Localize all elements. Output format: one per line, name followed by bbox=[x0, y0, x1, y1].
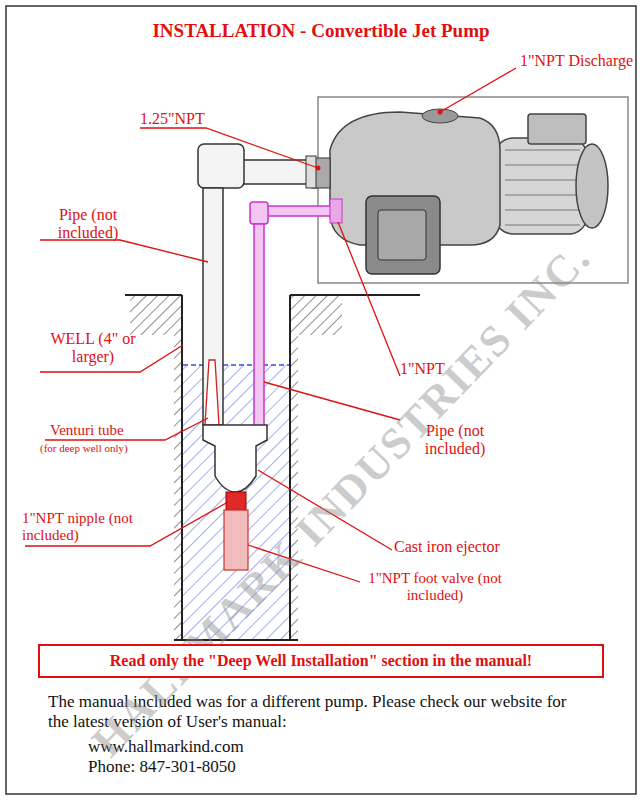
pipe bbox=[203, 188, 223, 425]
pipe-fitting bbox=[330, 199, 342, 223]
watermark: HALLMARK INDUSTRIES INC. bbox=[83, 233, 602, 768]
ground-line bbox=[125, 294, 182, 296]
phone-number: Phone: 847-301-8050 bbox=[88, 757, 236, 777]
part-note: (for deep well only) bbox=[40, 442, 128, 455]
discharge-port bbox=[422, 109, 458, 123]
part-label: 1"NPT Discharge bbox=[520, 52, 633, 70]
leader-line bbox=[140, 128, 318, 168]
leader-line bbox=[45, 418, 208, 440]
water-hatch bbox=[183, 365, 289, 640]
part-label: 1"NPT bbox=[400, 360, 445, 378]
motor-fin bbox=[505, 180, 580, 181]
nipple bbox=[226, 492, 246, 510]
pipe-elbow bbox=[250, 202, 268, 224]
motor-fin bbox=[505, 210, 580, 211]
leader-line bbox=[264, 382, 400, 420]
switch-cover bbox=[378, 210, 426, 260]
title: INSTALLATION - Convertible Jet Pump bbox=[0, 20, 642, 42]
pipe-fitting bbox=[306, 156, 316, 188]
part-label: Cast iron ejector bbox=[394, 538, 500, 556]
website: www.hallmarkind.com bbox=[88, 737, 244, 757]
part-label: Pipe (not included) bbox=[400, 422, 510, 459]
pipe-elbow bbox=[198, 144, 244, 188]
motor-fin bbox=[505, 165, 580, 166]
notice-box: Read only the "Deep Well Installation" s… bbox=[38, 644, 604, 678]
pipe bbox=[254, 224, 264, 430]
part-label: 1"NPT foot valve (not included) bbox=[360, 570, 510, 605]
part-label: WELL (4" or larger) bbox=[38, 330, 148, 367]
motor-body bbox=[495, 138, 587, 234]
photo-frame bbox=[318, 97, 628, 283]
venturi-tube bbox=[205, 360, 219, 425]
leader-line bbox=[248, 545, 360, 582]
fan-cover bbox=[576, 144, 608, 228]
note-text: The manual included was for a different … bbox=[48, 692, 588, 731]
motor-fin bbox=[505, 225, 580, 226]
terminal-box bbox=[528, 114, 586, 144]
part-label: Pipe (not included) bbox=[38, 206, 138, 243]
motor-fin bbox=[505, 150, 580, 151]
ejector bbox=[203, 425, 267, 492]
part-label: Venturi tube bbox=[50, 422, 124, 439]
leader-dot bbox=[316, 166, 321, 171]
part-label: 1.25"NPT bbox=[140, 110, 205, 128]
ground-line bbox=[290, 294, 420, 296]
well-wall bbox=[289, 295, 291, 640]
foot-valve bbox=[224, 510, 248, 570]
motor-fin bbox=[505, 195, 580, 196]
leader-dot bbox=[438, 110, 443, 115]
water-level bbox=[183, 364, 289, 366]
soil-hatch bbox=[290, 335, 298, 640]
pump-illustration bbox=[312, 109, 608, 274]
leader-lines bbox=[25, 68, 516, 582]
notice-text: Read only the "Deep Well Installation" s… bbox=[46, 652, 596, 670]
leader-line bbox=[258, 470, 392, 550]
part-label: 1"NPT nipple (not included) bbox=[22, 510, 172, 545]
soil-hatch bbox=[174, 335, 182, 640]
soil-hatch bbox=[130, 295, 182, 335]
leader-line bbox=[338, 222, 400, 376]
leader-line bbox=[40, 240, 208, 262]
pressure-switch bbox=[366, 196, 440, 274]
leader-line bbox=[440, 68, 516, 112]
page-border bbox=[6, 6, 636, 794]
well-bottom bbox=[174, 639, 298, 641]
pipe bbox=[266, 206, 332, 216]
soil-hatch bbox=[290, 295, 342, 335]
